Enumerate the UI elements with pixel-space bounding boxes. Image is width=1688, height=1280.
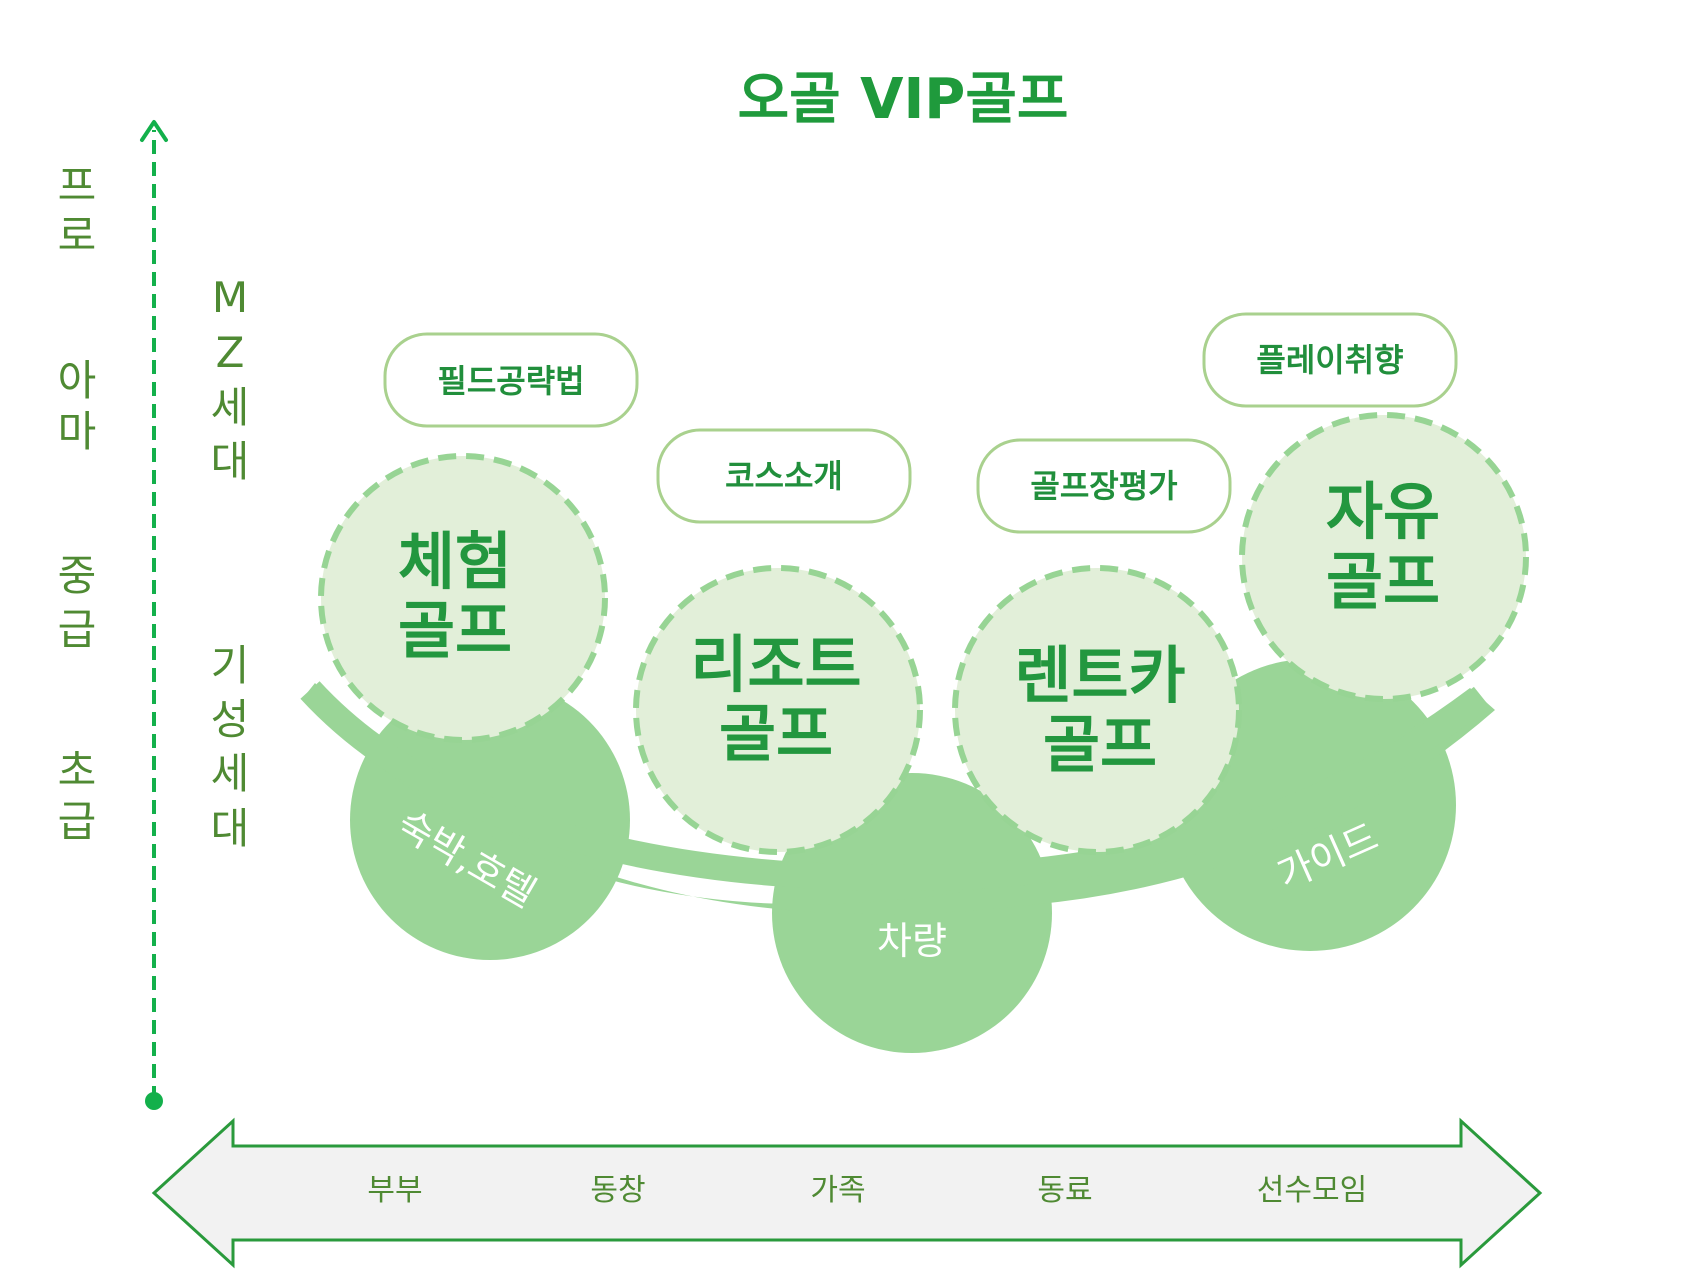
gen-established-char-3: 세 bbox=[211, 749, 250, 798]
level-intermediate-char-2: 급 bbox=[58, 605, 97, 654]
product-circle-experience: 체험 골프 bbox=[318, 453, 608, 743]
gen-mz-char-2: Z bbox=[216, 328, 245, 377]
group-label-family: 가족 bbox=[810, 1173, 865, 1208]
product-circle-rentcar: 렌트카 골프 bbox=[952, 565, 1242, 855]
pill-field-strategy: 필드공략법 bbox=[383, 332, 639, 428]
pill-play-preference-label: 플레이취향 bbox=[1256, 341, 1403, 379]
group-label-couple: 부부 bbox=[367, 1173, 422, 1208]
product-circle-free: 자유 골프 bbox=[1239, 412, 1529, 702]
circle-experience-line-2: 골프 bbox=[398, 594, 512, 667]
pill-play-preference-shape bbox=[1202, 312, 1458, 408]
circle-experience-line-1: 체험 bbox=[398, 525, 512, 598]
pill-course-review-label: 골프장평가 bbox=[1030, 467, 1177, 505]
pill-field-strategy-shape bbox=[383, 332, 639, 428]
circle-experience-shape bbox=[318, 453, 608, 743]
pill-course-intro: 코스소개 bbox=[656, 428, 912, 524]
circle-free-line-1: 자유 bbox=[1326, 475, 1440, 548]
pill-course-intro-label: 코스소개 bbox=[725, 457, 843, 495]
level-beginner-char-2: 급 bbox=[58, 797, 97, 846]
group-axis-arrow bbox=[151, 1117, 1543, 1269]
gen-established-char-1: 기 bbox=[211, 641, 250, 690]
bowl-label-vehicle: 차량 bbox=[877, 919, 947, 963]
gen-established-char-2: 성 bbox=[211, 695, 250, 744]
diagram-title: 오골 VIP골프 bbox=[738, 67, 1069, 132]
level-amateur-char-2: 마 bbox=[58, 407, 97, 456]
bowl-arc-band bbox=[300, 681, 1491, 892]
gen-mz-char-1: M bbox=[212, 273, 248, 322]
group-label-coworkers: 동료 bbox=[1037, 1173, 1092, 1208]
circle-rentcar-line-1: 렌트카 bbox=[1014, 639, 1185, 712]
level-intermediate-char-1: 중 bbox=[58, 551, 97, 600]
circle-free-shape bbox=[1239, 412, 1529, 702]
skill-levels: 프 로 아 마 중 급 초 급 bbox=[58, 161, 97, 846]
pill-course-review-shape bbox=[976, 438, 1232, 534]
level-axis-origin-dot bbox=[145, 1092, 163, 1110]
gen-mz-char-3: 세 bbox=[211, 383, 250, 432]
circle-resort-line-2: 골프 bbox=[719, 697, 833, 770]
circle-rentcar-shape bbox=[952, 565, 1242, 855]
pill-play-preference: 플레이취향 bbox=[1202, 312, 1458, 408]
circle-rentcar-line-2: 골프 bbox=[1043, 708, 1157, 781]
group-label-alumni: 동창 bbox=[590, 1173, 645, 1208]
gen-established-char-4: 대 bbox=[211, 804, 250, 853]
product-circle-resort: 리조트 골프 bbox=[633, 565, 923, 855]
bowl-arc bbox=[303, 683, 1495, 915]
group-label-players: 선수모임 bbox=[1257, 1173, 1367, 1208]
level-axis-arrowhead bbox=[140, 120, 168, 142]
level-axis bbox=[140, 120, 168, 1110]
pill-field-strategy-label: 필드공략법 bbox=[437, 362, 584, 400]
gen-mz-char-4: 대 bbox=[211, 437, 250, 486]
pill-course-intro-shape bbox=[656, 428, 912, 524]
level-pro-char-2: 로 bbox=[58, 211, 97, 260]
circle-resort-shape bbox=[633, 565, 923, 855]
level-amateur-char-1: 아 bbox=[58, 356, 97, 405]
circle-free-line-2: 골프 bbox=[1326, 545, 1440, 618]
group-axis: 부부 동창 가족 동료 선수모임 bbox=[151, 1117, 1543, 1269]
circle-resort-line-1: 리조트 bbox=[690, 628, 861, 701]
level-beginner-char-1: 초 bbox=[58, 746, 97, 795]
level-pro-char-1: 프 bbox=[58, 161, 97, 210]
pill-course-review: 골프장평가 bbox=[976, 438, 1232, 534]
generation-labels: M Z 세 대 기 성 세 대 bbox=[211, 273, 250, 853]
